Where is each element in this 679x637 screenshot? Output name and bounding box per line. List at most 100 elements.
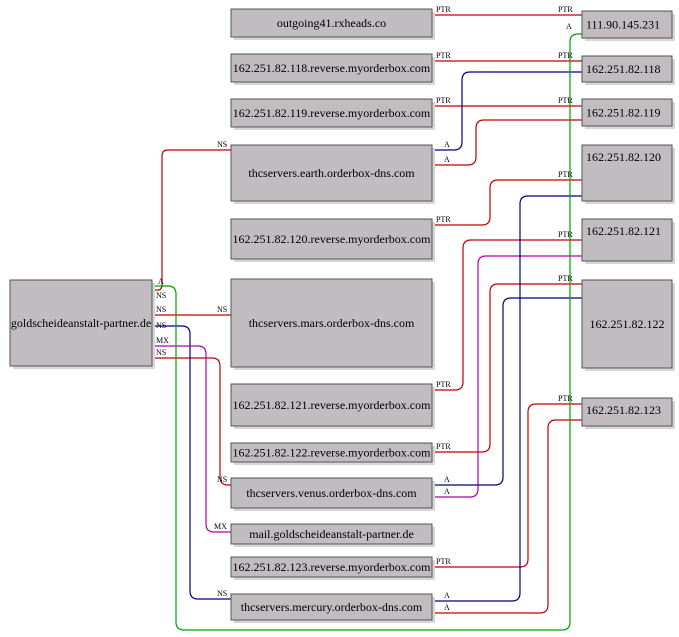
edge-type-label: PTR [436, 215, 451, 224]
edge-type-label: PTR [436, 5, 451, 14]
node-label: thcservers.venus.orderbox-dns.com [246, 486, 417, 500]
edge-line [152, 149, 231, 291]
edge-type-label: NS [156, 291, 166, 300]
node-label: thcservers.mercury.orderbox-dns.com [241, 600, 423, 614]
node-box [581, 144, 673, 202]
edge-earth-ip118: A [432, 71, 582, 151]
edge-earth-ip119: A [432, 119, 582, 166]
edge-rev121-ip121: PTR PTR [432, 230, 582, 391]
node-label: 162.251.82.119.reverse.myorderbox.com [233, 106, 431, 120]
edge-type-label: A [444, 475, 450, 484]
edge-type-label: NS [217, 475, 227, 484]
edge-type-label: PTR [436, 380, 451, 389]
edge-type-label: PTR [558, 51, 573, 60]
edge-domain-mercury: NS NS [152, 321, 231, 600]
node-label: thcservers.earth.orderbox-dns.com [248, 166, 415, 180]
edge-rev120-ip120: PTR PTR [432, 170, 582, 226]
node-earth: thcservers.earth.orderbox-dns.com [230, 144, 435, 204]
edge-line [432, 239, 582, 391]
edge-line [152, 33, 582, 631]
edge-type-label: NS [156, 321, 166, 330]
node-box [230, 144, 433, 202]
edge-type-label: A [444, 591, 450, 600]
node-rev122: 162.251.82.122.reverse.myorderbox.com [230, 442, 435, 465]
node-label: thcservers.mars.orderbox-dns.com [249, 316, 415, 330]
node-box [230, 8, 433, 38]
edge-type-label: PTR [558, 274, 573, 283]
edge-type-label: NS [217, 589, 227, 598]
edge-line [432, 283, 582, 453]
edge-line [432, 403, 582, 568]
node-label: mail.goldscheideanstalt-partner.de [249, 527, 414, 541]
node-mars: thcservers.mars.orderbox-dns.com [230, 278, 435, 370]
node-label: 162.251.82.120 [586, 150, 661, 164]
node-box [230, 278, 433, 368]
edge-type-label: PTR [558, 96, 573, 105]
node-mercury: thcservers.mercury.orderbox-dns.com [230, 593, 435, 623]
edge-type-label: MX [156, 336, 169, 345]
edge-type-label: PTR [558, 170, 573, 179]
node-label: outgoing41.rxheads.co [277, 16, 386, 30]
node-box [230, 593, 433, 621]
node-venus: thcservers.venus.orderbox-dns.com [230, 477, 435, 511]
node-label: 162.251.82.121.reverse.myorderbox.com [233, 398, 432, 412]
edge-line [152, 345, 231, 533]
edge-type-label: MX [214, 522, 227, 531]
node-rev118: 162.251.82.118.reverse.myorderbox.com [230, 53, 435, 85]
node-ip119: 162.251.82.119 [581, 98, 675, 129]
node-rev121: 162.251.82.121.reverse.myorderbox.com [230, 383, 435, 429]
edge-mercury-ip123: A [432, 419, 582, 614]
node-box [230, 556, 433, 578]
edge-venus-ip121: A [432, 255, 582, 498]
node-box [230, 442, 433, 463]
edge-type-label: A [566, 22, 572, 31]
edge-line [432, 419, 582, 614]
node-label: 162.251.82.123 [586, 403, 661, 417]
node-label: 162.251.82.122.reverse.myorderbox.com [233, 446, 432, 460]
node-ip123: 162.251.82.123 [581, 397, 675, 429]
edge-type-label: PTR [436, 557, 451, 566]
edge-type-label: A [444, 487, 450, 496]
edge-line [152, 357, 231, 486]
edge-type-label: A [158, 277, 164, 286]
node-box [9, 279, 153, 367]
node-box [581, 10, 673, 39]
node-label: 162.251.82.118 [586, 62, 661, 76]
node-box [230, 53, 433, 83]
edge-line [432, 179, 582, 226]
edge-type-label: NS [217, 305, 227, 314]
node-box [230, 218, 433, 260]
node-label: 162.251.82.122 [590, 317, 665, 331]
edge-venus-ip122: A [432, 297, 582, 486]
node-box [581, 218, 673, 262]
node-box [230, 383, 433, 427]
edge-type-label: PTR [558, 230, 573, 239]
edge-type-label: NS [217, 140, 227, 149]
node-rev123: 162.251.82.123.reverse.myorderbox.com [230, 556, 435, 580]
edge-line [432, 195, 582, 602]
node-domain: goldscheideanstalt-partner.de [9, 279, 155, 369]
edge-line [432, 71, 582, 151]
edge-domain-ip231: AA [152, 22, 582, 631]
node-ip231: 111.90.145.231 [581, 10, 675, 41]
node-label: 162.251.82.119 [586, 106, 661, 120]
node-label: goldscheideanstalt-partner.de [11, 316, 151, 330]
node-label: 111.90.145.231 [586, 18, 660, 32]
edge-domain-earth: NS NS [152, 140, 231, 300]
edge-line [432, 119, 582, 166]
edge-mercury-ip120: A [432, 195, 582, 602]
edge-line [432, 255, 582, 498]
node-ip120: 162.251.82.120 [581, 144, 675, 204]
node-ip122: 162.251.82.122 [581, 279, 675, 371]
edge-type-label: A [444, 603, 450, 612]
node-rev120: 162.251.82.120.reverse.myorderbox.com [230, 218, 435, 262]
nodes-layer: goldscheideanstalt-partner.de outgoing41.… [9, 8, 675, 623]
edge-rev122-ip122: PTR PTR [432, 274, 582, 453]
edge-line [432, 297, 582, 486]
